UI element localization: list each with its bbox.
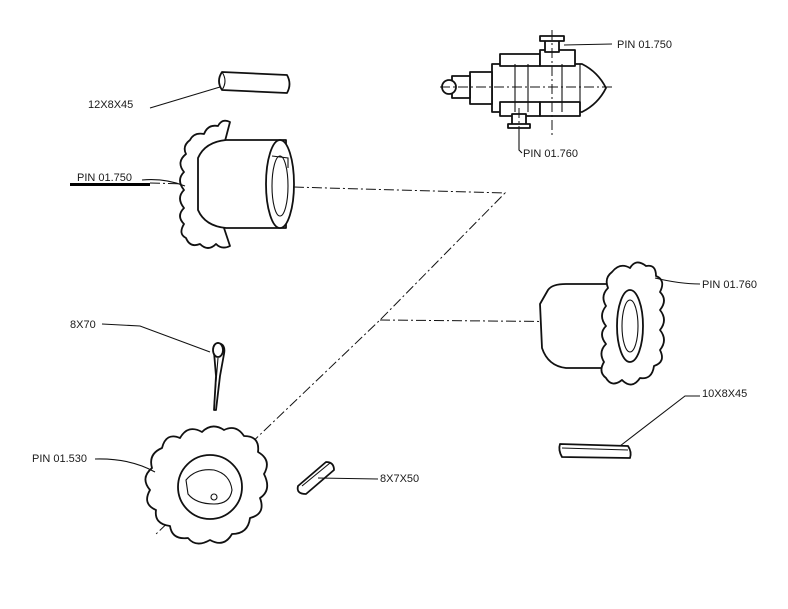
label-key-small: 8X7X50 bbox=[380, 473, 419, 485]
label-sprocket-lower: PIN 01.530 bbox=[32, 453, 87, 465]
key-8x7x50 bbox=[296, 461, 335, 495]
leader-key-top bbox=[149, 86, 221, 109]
label-assembly-bottom: PIN 01.760 bbox=[523, 148, 578, 160]
key-12x8x45 bbox=[218, 71, 291, 94]
leader-sprocket-right bbox=[654, 277, 701, 285]
leader-assembly-bottom bbox=[518, 128, 523, 154]
label-sprocket-right: PIN 01.760 bbox=[702, 279, 757, 291]
label-cotter-pin: 8X70 bbox=[70, 319, 96, 331]
cotter-pin-8x70 bbox=[212, 342, 226, 411]
leader-sprocket-upper bbox=[141, 179, 186, 187]
shaft-assembly-drawing bbox=[440, 30, 612, 140]
leader-key-right bbox=[619, 395, 700, 447]
leader-sprocket-lower bbox=[94, 458, 156, 473]
leader-cotter-pin bbox=[101, 323, 211, 353]
sprocket-hub-right bbox=[539, 261, 665, 386]
sprocket-lower bbox=[144, 425, 269, 545]
leader-assembly-top bbox=[563, 43, 613, 46]
leader-key-small bbox=[317, 477, 379, 480]
label-key-right: 10X8X45 bbox=[702, 388, 747, 400]
sprocket-hub-upper bbox=[179, 119, 295, 249]
key-10x8x45 bbox=[558, 443, 632, 459]
label-sprocket-upper: PIN 01.750 bbox=[77, 172, 132, 184]
label-underline-highlight bbox=[70, 183, 150, 186]
label-assembly-top: PIN 01.750 bbox=[617, 39, 672, 51]
label-key-top: 12X8X45 bbox=[88, 99, 133, 111]
